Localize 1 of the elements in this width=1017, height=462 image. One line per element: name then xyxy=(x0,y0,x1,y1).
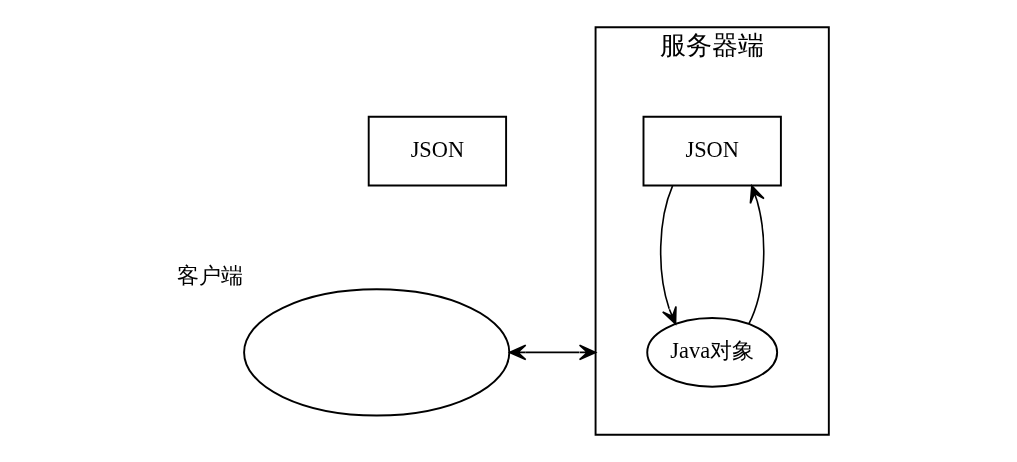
node-label: 客户端 xyxy=(176,263,243,289)
